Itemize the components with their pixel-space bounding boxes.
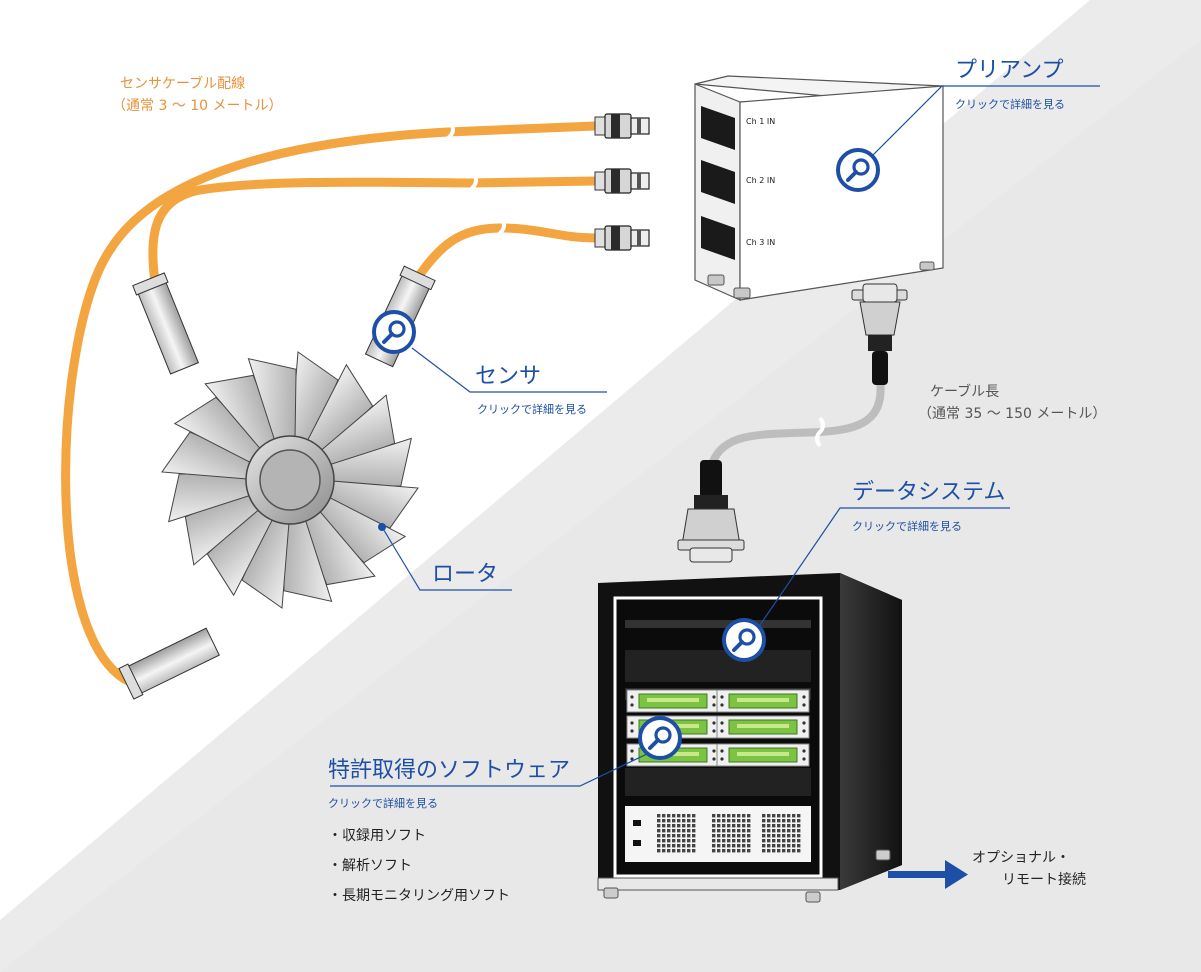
preamp-detail-link[interactable]: クリックで詳細を見る xyxy=(955,98,1065,111)
preamp-channel-2: Ch 2 IN xyxy=(746,176,776,185)
software-item: ・解析ソフト xyxy=(328,858,412,874)
magnifier-icon[interactable] xyxy=(722,618,766,662)
sensor-detail-link[interactable]: クリックで詳細を見る xyxy=(477,403,587,416)
rotor-title: ロータ xyxy=(432,562,499,587)
leader-lines xyxy=(330,85,1100,787)
sensor-cable-length: （通常 3 〜 10 メートル） xyxy=(112,98,283,114)
bnc-connector-icon xyxy=(594,168,650,194)
cable-break-marks xyxy=(445,120,506,248)
dsub-connector-icon xyxy=(677,460,745,563)
preamp-box xyxy=(694,75,946,301)
arrow-right-icon xyxy=(888,860,968,889)
cable-length-title: ケーブル長 xyxy=(930,384,1000,400)
rack-vent xyxy=(760,812,802,856)
software-detail-link[interactable]: クリックで詳細を見る xyxy=(328,797,438,810)
data-system-detail-link[interactable]: クリックで詳細を見る xyxy=(852,520,962,533)
preamp-channel-1: Ch 1 IN xyxy=(746,117,776,126)
software-title[interactable]: 特許取得のソフトウェア xyxy=(328,758,571,783)
magnifier-icon[interactable] xyxy=(836,148,880,192)
cable-length-value: （通常 35 〜 150 メートル） xyxy=(918,406,1107,422)
software-item: ・収録用ソフト xyxy=(328,828,426,844)
rack-card xyxy=(716,743,810,767)
bnc-connector-icon xyxy=(594,225,650,251)
bnc-connector-icon xyxy=(594,113,650,139)
rack-card xyxy=(716,715,810,739)
dsub-connector-icon xyxy=(851,283,908,385)
rotor-marker xyxy=(378,523,386,531)
rack-vents xyxy=(655,812,802,856)
data-system-title[interactable]: データシステム xyxy=(852,480,1006,505)
remote-label-line2: リモート接続 xyxy=(1002,872,1086,888)
rotor-hub-center xyxy=(259,449,321,511)
magnifier-icon[interactable] xyxy=(372,310,416,354)
rotor xyxy=(161,351,419,609)
rack-card xyxy=(626,689,720,713)
preamp-title[interactable]: プリアンプ xyxy=(955,58,1064,83)
rack-vent xyxy=(655,812,697,856)
rack-card xyxy=(716,689,810,713)
data-cable xyxy=(706,376,885,474)
sensor-cables xyxy=(61,121,600,687)
magnifier-icon[interactable] xyxy=(638,716,682,760)
software-item: ・長期モニタリング用ソフト xyxy=(328,888,510,904)
remote-label-line1: オプショナル・ xyxy=(972,850,1070,866)
rack-vent xyxy=(710,812,752,856)
preamp-channel-3: Ch 3 IN xyxy=(746,238,776,247)
sensor-title[interactable]: センサ xyxy=(475,364,542,389)
sensor-cable-title: センサケーブル配線 xyxy=(120,76,246,92)
